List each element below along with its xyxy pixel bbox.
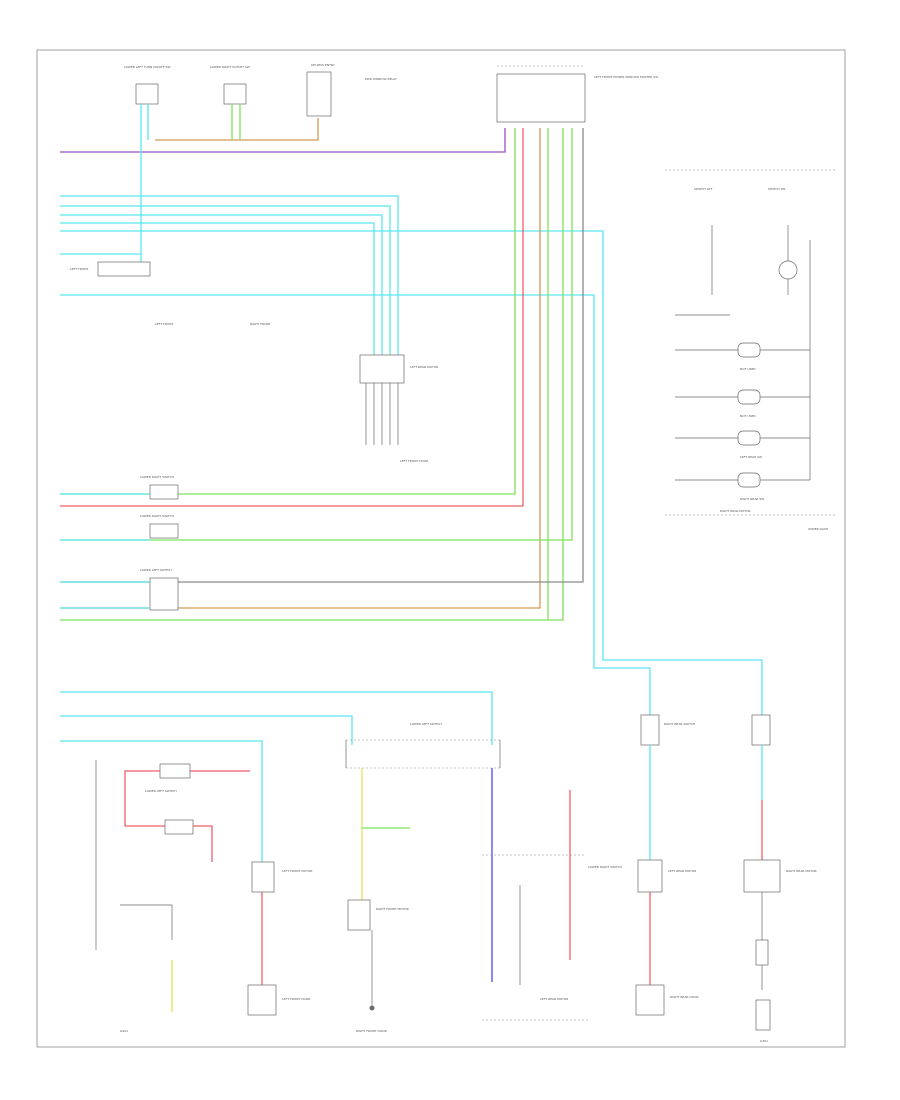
cyan-wire-4 <box>60 222 375 355</box>
bl-ground-box: LEFT FRONT DOOR <box>247 984 310 1016</box>
svg-text:RIGHT REAR DOOR: RIGHT REAR DOOR <box>670 995 699 999</box>
svg-text:RIGHT REAR SW: RIGHT REAR SW <box>740 497 764 501</box>
cyan-bottom-2 <box>60 715 353 745</box>
svg-text:LOWER RIGHT SWITCH: LOWER RIGHT SWITCH <box>140 475 174 479</box>
br-ground-box-2 <box>755 999 771 1031</box>
svg-text:NOT USED: NOT USED <box>740 367 756 371</box>
bl-motor-box: LEFT FRONT MOTOR <box>251 861 312 893</box>
svg-text:LOWER RIGHT SWITCH: LOWER RIGHT SWITCH <box>588 865 622 869</box>
left-connector: LEFT FRONT <box>70 261 151 277</box>
br-sw2-box: RIGHT REAR SWITCH <box>640 714 695 746</box>
top-mid-switch: LOWER RIGHT OUTLET SW <box>210 65 250 105</box>
svg-text:LEFT REAR MOTOR: LEFT REAR MOTOR <box>410 365 438 369</box>
svg-text:LOWER RIGHT SWITCH: LOWER RIGHT SWITCH <box>140 514 174 518</box>
cyan-wire-3 <box>60 214 383 355</box>
legend-box: SWITCH OFF SWITCH ON NOT USED NOT USED L… <box>665 169 835 531</box>
row3-switch: LOWER LEFT SWITCH <box>140 568 179 611</box>
svg-text:LEFT REAR SW: LEFT REAR SW <box>740 455 762 459</box>
green-wire-main-3 <box>548 128 564 621</box>
top-left-switch: LOWER LEFT TURN ON/OFF SW <box>124 65 170 105</box>
cyan-wire-7 <box>60 294 651 715</box>
svg-text:LEFT FRONT MOTOR: LEFT FRONT MOTOR <box>282 869 312 873</box>
bottom-center-switch: LOWER LEFT SWITCH <box>345 722 501 769</box>
gray-wire-bl2 <box>120 904 173 940</box>
svg-text:LOWER LEFT SWITCH: LOWER LEFT SWITCH <box>410 722 442 726</box>
svg-text:NOT USED: NOT USED <box>740 414 756 418</box>
br-small-box <box>755 939 769 966</box>
red-wire-bl <box>124 770 250 862</box>
bm-ground-dot <box>369 1005 375 1011</box>
inline-label-1: LEFT FRONT <box>155 322 173 326</box>
master-switch-unit: LEFT FRONT POWER WINDOW MASTER SW <box>496 65 658 123</box>
br-motor1-box: LEFT REAR MOTOR <box>637 859 696 893</box>
svg-text:LEFT REAR MOTOR: LEFT REAR MOTOR <box>668 869 696 873</box>
svg-text:LEFT FRONT DOOR: LEFT FRONT DOOR <box>282 997 310 1001</box>
row1-switch: LOWER RIGHT SWITCH <box>140 475 179 500</box>
svg-text:LOWER LEFT TURN ON/OFF SW: LOWER LEFT TURN ON/OFF SW <box>124 65 170 69</box>
svg-text:SWITCH OFF: SWITCH OFF <box>694 187 713 191</box>
br-switch-1: LOWER RIGHT SWITCH <box>588 865 622 869</box>
br-motor2-top <box>751 714 771 746</box>
purple-wire-top <box>60 128 506 153</box>
br-lower-label: LEFT REAR MOTOR <box>540 997 568 1001</box>
br-ground-box-1: RIGHT REAR DOOR <box>635 984 699 1016</box>
svg-text:LOWER LEFT SWITCH: LOWER LEFT SWITCH <box>145 789 177 793</box>
cyan-wire-2 <box>60 205 391 355</box>
svg-text:RIGHT REAR SWITCH: RIGHT REAR SWITCH <box>664 722 695 726</box>
svg-text:LOWER LEFT SWITCH: LOWER LEFT SWITCH <box>140 568 172 572</box>
bl-switch: LOWER LEFT SWITCH <box>145 763 194 835</box>
power-window-relay-label: PWR WINDOW RELAY <box>365 77 397 81</box>
diagram-frame <box>36 49 846 1048</box>
svg-text:RIGHT REAR MOTOR: RIGHT REAR MOTOR <box>720 509 751 513</box>
svg-text:UNDER DASH: UNDER DASH <box>808 527 828 531</box>
orange-wire-top <box>155 118 319 141</box>
grid-switch: LEFT REAR MOTOR LEFT FRONT DOOR <box>359 354 438 463</box>
svg-text:SWITCH ON: SWITCH ON <box>768 187 785 191</box>
orange-wire-main <box>60 128 541 609</box>
red-wire-main <box>60 128 524 507</box>
keyless-entry-unit: KEYLESS ENTRY <box>306 63 335 117</box>
svg-text:RIGHT FRONT MOTOR: RIGHT FRONT MOTOR <box>376 907 409 911</box>
gray-wire-main <box>60 128 584 583</box>
bm-motor-box: RIGHT FRONT MOTOR <box>347 899 409 931</box>
svg-text:RIGHT REAR MOTOR: RIGHT REAR MOTOR <box>786 869 817 873</box>
svg-text:LEFT FRONT DOOR: LEFT FRONT DOOR <box>400 459 428 463</box>
svg-text:LEFT FRONT: LEFT FRONT <box>70 267 88 271</box>
cyan-bottom-3 <box>60 740 263 865</box>
green-wire-main-2 <box>60 128 549 621</box>
br-motor2-box: RIGHT REAR MOTOR <box>743 859 817 893</box>
row2-switch: LOWER RIGHT SWITCH <box>140 514 179 539</box>
svg-text:PWR WINDOW RELAY: PWR WINDOW RELAY <box>365 77 397 81</box>
svg-text:KEYLESS ENTRY: KEYLESS ENTRY <box>311 63 335 67</box>
right-connector: RIGHT FRONT <box>250 322 271 326</box>
br-label: G301 <box>760 1039 768 1043</box>
green-wire-main-1 <box>60 128 516 495</box>
cyan-bottom-1 <box>60 691 493 745</box>
svg-text:LOWER RIGHT OUTLET SW: LOWER RIGHT OUTLET SW <box>210 65 250 69</box>
svg-text:RIGHT FRONT: RIGHT FRONT <box>250 322 271 326</box>
cyan-wire-1 <box>60 195 399 355</box>
bl-label: G201 <box>120 1029 128 1033</box>
bm-ground-label: RIGHT FRONT DOOR <box>356 1029 387 1033</box>
green-wire-main-4 <box>60 128 573 541</box>
cyan-wire-5 <box>60 230 763 715</box>
svg-text:LEFT FRONT POWER WINDOW MASTER: LEFT FRONT POWER WINDOW MASTER SW <box>594 75 658 79</box>
